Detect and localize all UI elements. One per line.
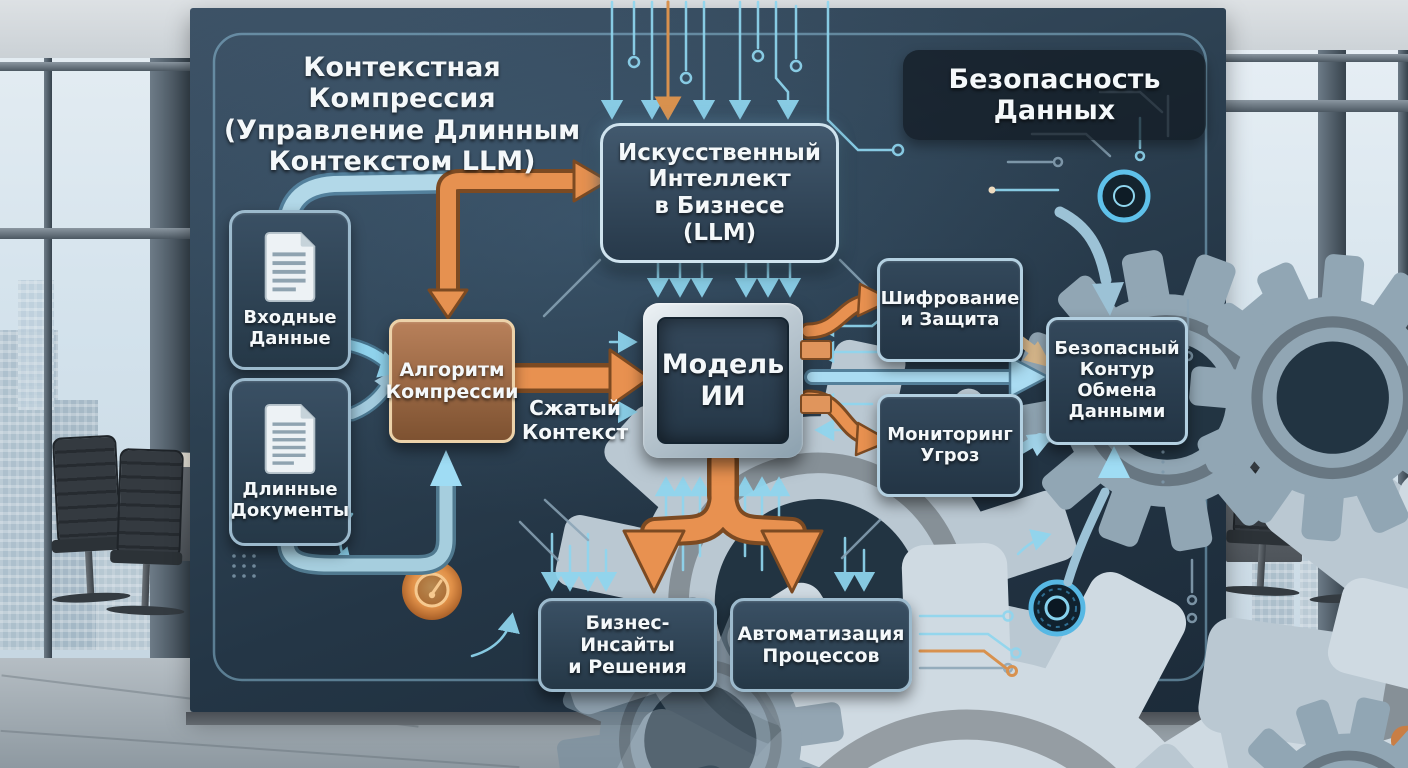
document-icon <box>264 403 316 474</box>
section-title-compression: Контекстная Компрессия (Управление Длинн… <box>216 52 588 177</box>
node-secure-exchange: Безопасный Контур Обмена Данными <box>1046 317 1188 445</box>
edge-label-compressed-context: Сжатый Контекст <box>505 396 645 444</box>
node-process-automation: Автоматизация Процессов <box>730 598 912 692</box>
node-ai-model-chip: Модель ИИ <box>643 303 803 458</box>
node-ai-business: Искусственный Интеллект в Бизнесе (LLM) <box>600 123 839 263</box>
node-process-automation-label: Автоматизация Процессов <box>737 622 905 667</box>
node-ai-model: Модель ИИ <box>657 317 789 444</box>
node-compression-algorithm: Алгоритм Компрессии <box>386 319 518 443</box>
window-transom <box>1224 54 1408 62</box>
node-ai-business-label: Искусственный Интеллект в Бизнесе (LLM) <box>618 139 821 246</box>
node-long-documents: Длинные Документы <box>229 378 351 546</box>
node-compression-algorithm-label: Алгоритм Компрессии <box>385 358 519 403</box>
window-mullion <box>150 58 190 658</box>
node-business-insights-label: Бизнес-Инсайты и Решения <box>568 611 687 679</box>
window-mullion <box>1398 50 1408 690</box>
node-input-data: Входные Данные <box>229 210 351 370</box>
wall-base <box>186 712 1230 725</box>
window-transom <box>0 62 192 71</box>
chip-pin <box>800 394 832 414</box>
node-encryption: Шифрование и Защита <box>877 258 1023 362</box>
window-mullion <box>44 58 52 658</box>
node-long-documents-label: Длинные Документы <box>230 478 350 521</box>
node-secure-exchange-label: Безопасный Контур Обмена Данными <box>1054 338 1180 422</box>
node-input-data-label: Входные Данные <box>243 306 337 349</box>
section-title-security-text: Безопасность Данных <box>948 63 1161 126</box>
section-title-compression-text: Контекстная Компрессия (Управление Длинн… <box>223 52 581 177</box>
document-icon <box>264 231 316 302</box>
node-encryption-label: Шифрование и Защита <box>880 288 1020 330</box>
window-transom <box>1224 100 1408 112</box>
chip-pin <box>800 340 832 360</box>
node-threat-monitoring: Мониторинг Угроз <box>877 394 1023 497</box>
node-business-insights: Бизнес-Инсайты и Решения <box>538 598 717 692</box>
window-transom <box>0 228 192 239</box>
section-title-security: Безопасность Данных <box>903 50 1206 140</box>
node-threat-monitoring-label: Мониторинг Угроз <box>887 423 1013 466</box>
edge-label-compressed-context-text: Сжатый Контекст <box>521 396 629 445</box>
node-ai-model-label: Модель ИИ <box>661 349 785 412</box>
